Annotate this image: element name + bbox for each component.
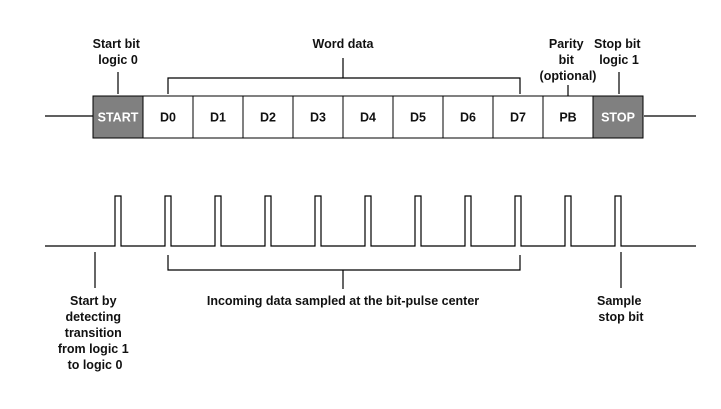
frame-cell-d4 — [342, 95, 394, 139]
start-detect-label-line: detecting — [65, 310, 121, 324]
start-detect-label-line: from logic 1 — [58, 342, 129, 356]
start-bit-label-line: Start bit — [93, 37, 141, 51]
frame-cell-stop — [592, 95, 644, 139]
frame-cell-start — [92, 95, 144, 139]
frame-cell-label-d5: D5 — [410, 111, 426, 125]
frame-cell-label-d3: D3 — [310, 111, 326, 125]
frame-cell-label-d1: D1 — [210, 111, 226, 125]
word-data-label: Word data — [313, 37, 375, 51]
frame-cell-label-d7: D7 — [510, 111, 526, 125]
frame-cell-d2 — [242, 95, 294, 139]
stop-bit-label: Stop bit logic 1 — [594, 37, 644, 67]
frame-cell-label-d0: D0 — [160, 111, 176, 125]
frame-cell-label-pb: PB — [559, 111, 576, 125]
frame-cell-d7 — [492, 95, 544, 139]
frame-cell-label-d4: D4 — [360, 111, 376, 125]
stop-bit-label-line: logic 1 — [599, 53, 639, 67]
parity-bit-label-line: bit — [559, 53, 575, 67]
sample-stop-label: Sample stop bit — [597, 294, 645, 324]
start-bit-label: Start bit logic 0 — [93, 37, 144, 67]
frame-cell-label-start: START — [98, 111, 139, 125]
sampling-pulse-waveform — [45, 195, 696, 247]
parity-bit-label: Parity bit (optional) — [540, 37, 597, 83]
start-detect-label: Start by detecting transition from logic… — [58, 294, 132, 372]
frame-cell-label-stop: STOP — [601, 111, 635, 125]
frame-cell-d1 — [192, 95, 244, 139]
frame-cell-label-d2: D2 — [260, 111, 276, 125]
word-data-bracket — [167, 58, 521, 94]
sampled-label: Incoming data sampled at the bit-pulse c… — [207, 294, 479, 308]
start-detect-label-line: to logic 0 — [68, 358, 123, 372]
frame-cells: START D0 D1 D2 D3 D4 D5 D6 D7 PB STOP — [92, 95, 644, 139]
start-bit-label-line: logic 0 — [98, 53, 138, 67]
sample-stop-label-line: stop bit — [598, 310, 644, 324]
sample-stop-label-line: Sample — [597, 294, 642, 308]
frame-cell-label-d6: D6 — [460, 111, 476, 125]
parity-bit-label-line: (optional) — [540, 69, 597, 83]
parity-bit-label-line: Parity — [549, 37, 584, 51]
stop-bit-label-line: Stop bit — [594, 37, 641, 51]
frame-cell-pb — [542, 95, 594, 139]
frame-cell-d0 — [142, 95, 194, 139]
start-detect-label-line: Start by — [70, 294, 117, 308]
sampled-bracket — [167, 255, 521, 289]
start-detect-label-line: transition — [65, 326, 122, 340]
